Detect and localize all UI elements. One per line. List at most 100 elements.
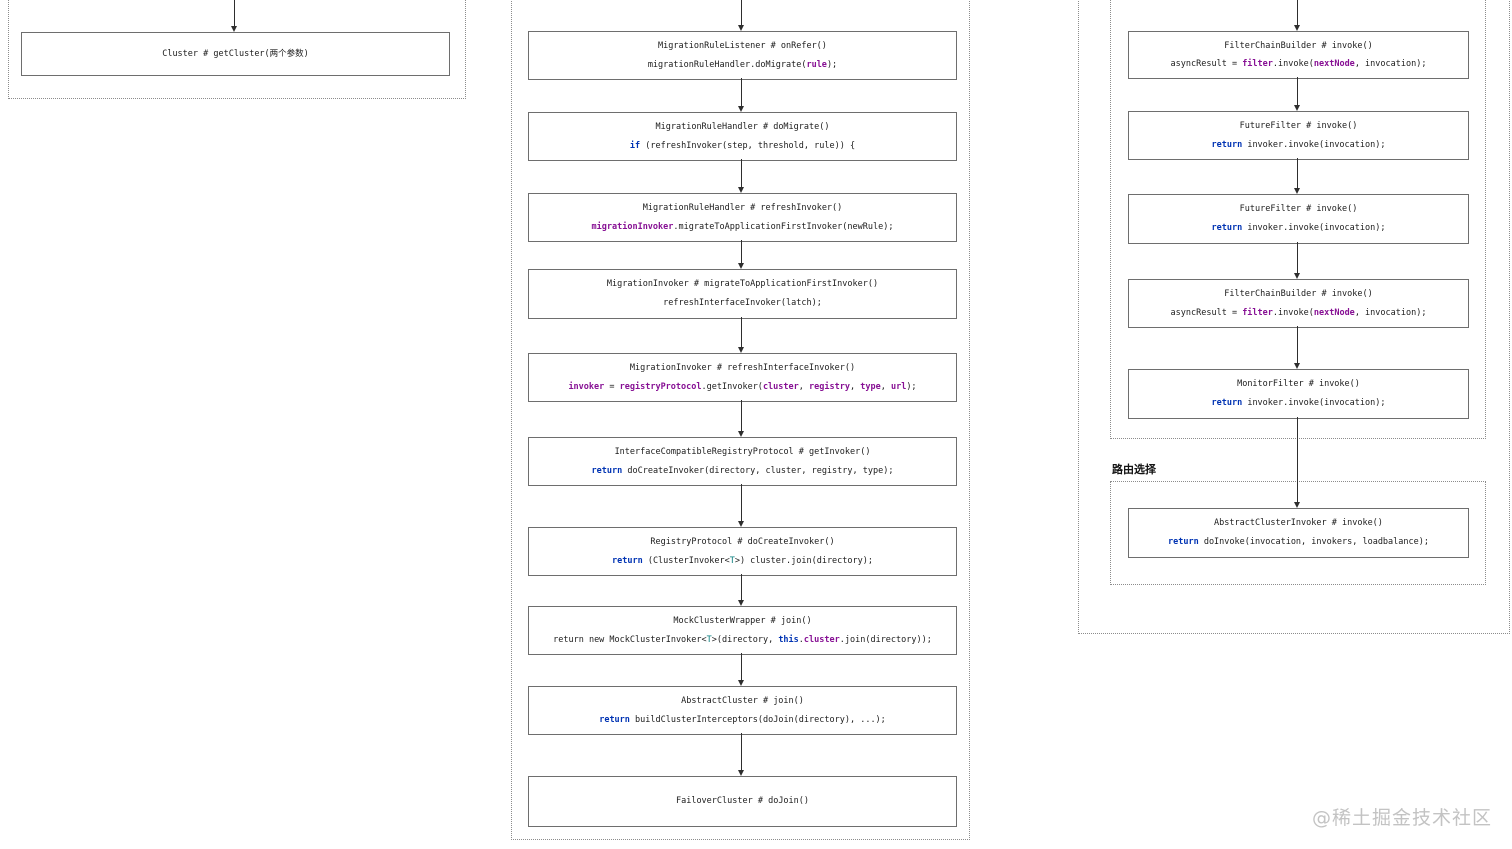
arrow-head-icon (738, 187, 744, 193)
left-group-container (8, 0, 466, 99)
node-migrationinvoker-migratetoapplicationfirstinvoker: MigrationInvoker # migrateToApplicationF… (528, 269, 957, 319)
node-abstractcluster-join: AbstractCluster # join() return buildClu… (528, 686, 957, 735)
node-title: MigrationRuleHandler # doMigrate() (655, 122, 830, 132)
node-code: if (refreshInvoker(step, threshold, rule… (629, 140, 856, 151)
arrow-head-icon (738, 347, 744, 353)
flow-arrow (737, 317, 746, 353)
arrow-head-icon (1294, 273, 1300, 279)
node-cluster-getcluster: Cluster # getCluster(两个参数) (21, 32, 450, 76)
node-title: Cluster # getCluster(两个参数) (162, 48, 309, 59)
arrow-head-icon (738, 770, 744, 776)
node-title: MigrationRuleHandler # refreshInvoker() (642, 203, 843, 213)
node-title: MigrationInvoker # refreshInterfaceInvok… (629, 363, 856, 373)
flow-arrow (1293, 242, 1302, 279)
node-registryprotocol-docreateinvoker: RegistryProtocol # doCreateInvoker() ret… (528, 527, 957, 576)
node-code: asyncResult = filter.invoke(nextNode, in… (1170, 307, 1427, 318)
node-filterchainbuilder-invoke-2: FilterChainBuilder # invoke() asyncResul… (1128, 279, 1469, 328)
route-select-label: 路由选择 (1112, 463, 1156, 476)
arrow-shaft (741, 574, 742, 602)
flow-arrow (1293, 326, 1302, 369)
node-code: return invoker.invoke(invocation); (1211, 139, 1386, 150)
node-code: return invoker.invoke(invocation); (1211, 223, 1386, 234)
node-futurefilter-invoke-1: FutureFilter # invoke() return invoker.i… (1128, 111, 1469, 160)
route-select-container (1110, 481, 1486, 585)
arrow-head-icon (738, 431, 744, 437)
flow-arrow (1293, 77, 1302, 111)
arrow-shaft (741, 653, 742, 682)
node-code: migrationInvoker.migrateToApplicationFir… (591, 221, 894, 232)
flow-arrow (737, 159, 746, 193)
node-code: return doInvoke(invocation, invokers, lo… (1167, 537, 1429, 548)
arrow-shaft (741, 733, 742, 772)
node-failovercluster-dojoin: FailoverCluster # doJoin() (528, 776, 957, 827)
arrow-shaft (741, 240, 742, 265)
node-migrationrulehandler-refreshinvoker: MigrationRuleHandler # refreshInvoker() … (528, 193, 957, 242)
arrow-head-icon (738, 263, 744, 269)
flow-arrow (1293, 0, 1302, 31)
node-code: refreshInterfaceInvoker(latch); (663, 298, 822, 309)
node-title: InterfaceCompatibleRegistryProtocol # ge… (614, 447, 871, 457)
node-interfacecompatibleregistryprotocol-getinvoker: InterfaceCompatibleRegistryProtocol # ge… (528, 437, 957, 486)
arrow-shaft (1297, 158, 1298, 190)
arrow-shaft (741, 0, 742, 27)
flow-arrow (737, 400, 746, 437)
node-filterchainbuilder-invoke-1: FilterChainBuilder # invoke() asyncResul… (1128, 31, 1469, 79)
node-code: return new MockClusterInvoker<T>(directo… (553, 634, 932, 645)
arrow-shaft (1297, 326, 1298, 365)
arrow-shaft (234, 0, 235, 28)
flow-arrow-left-in (230, 0, 239, 32)
node-migrationrulehandler-domigrate: MigrationRuleHandler # doMigrate() if (r… (528, 112, 957, 161)
flow-arrow (737, 484, 746, 527)
node-title: MigrationInvoker # migrateToApplicationF… (606, 279, 879, 290)
filter-chain-container (1110, 0, 1486, 439)
arrow-head-icon (738, 680, 744, 686)
node-title: FilterChainBuilder # invoke() (1224, 289, 1373, 299)
node-mockclusterwrapper-join: MockClusterWrapper # join() return new M… (528, 606, 957, 655)
node-title: AbstractCluster # join() (681, 696, 804, 706)
arrow-shaft (741, 317, 742, 349)
node-migrationinvoker-refreshinterfaceinvoker: MigrationInvoker # refreshInterfaceInvok… (528, 353, 957, 402)
arrow-head-icon (738, 521, 744, 527)
arrow-head-icon (1294, 502, 1300, 508)
arrow-shaft (741, 159, 742, 189)
node-code: return buildClusterInterceptors(doJoin(d… (599, 714, 886, 725)
right-outer-container (1078, 0, 1510, 634)
arrow-shaft (741, 78, 742, 108)
arrow-shaft (1297, 77, 1298, 107)
arrow-head-icon (1294, 105, 1300, 111)
node-futurefilter-invoke-2: FutureFilter # invoke() return invoker.i… (1128, 194, 1469, 244)
middle-group-container (511, 0, 970, 840)
flow-arrow (1293, 158, 1302, 194)
node-monitorfilter-invoke: MonitorFilter # invoke() return invoker.… (1128, 369, 1469, 419)
arrow-head-icon (738, 106, 744, 112)
flow-arrow (737, 0, 746, 31)
node-migrationrulelistener-onrefer: MigrationRuleListener # onRefer() migrat… (528, 31, 957, 80)
node-title: MonitorFilter # invoke() (1237, 379, 1360, 390)
flow-arrow (737, 574, 746, 606)
arrow-head-icon (231, 26, 237, 32)
node-code: return (ClusterInvoker<T>) cluster.join(… (611, 555, 873, 566)
arrow-shaft (1297, 0, 1298, 27)
flow-arrow (737, 240, 746, 269)
node-title: FailoverCluster # doJoin() (675, 796, 810, 807)
arrow-shaft (1297, 242, 1298, 275)
arrow-head-icon (1294, 363, 1300, 369)
flow-arrow (737, 733, 746, 776)
arrow-shaft (741, 484, 742, 523)
node-title: FutureFilter # invoke() (1239, 204, 1358, 215)
flow-arrow (737, 78, 746, 112)
flow-arrow (1293, 417, 1302, 508)
node-code: asyncResult = filter.invoke(nextNode, in… (1170, 58, 1427, 69)
watermark-text: @稀土掘金技术社区 (1311, 807, 1492, 829)
node-code: return doCreateInvoker(directory, cluste… (591, 465, 894, 476)
arrow-shaft (741, 400, 742, 433)
arrow-head-icon (738, 600, 744, 606)
arrow-head-icon (1294, 188, 1300, 194)
node-title: RegistryProtocol # doCreateInvoker() (650, 537, 835, 547)
flow-arrow (737, 653, 746, 686)
node-title: MigrationRuleListener # onRefer() (658, 41, 827, 51)
arrow-head-icon (1294, 25, 1300, 31)
node-abstractclusterinvoker-invoke: AbstractClusterInvoker # invoke() return… (1128, 508, 1469, 558)
arrow-shaft (1297, 417, 1298, 504)
